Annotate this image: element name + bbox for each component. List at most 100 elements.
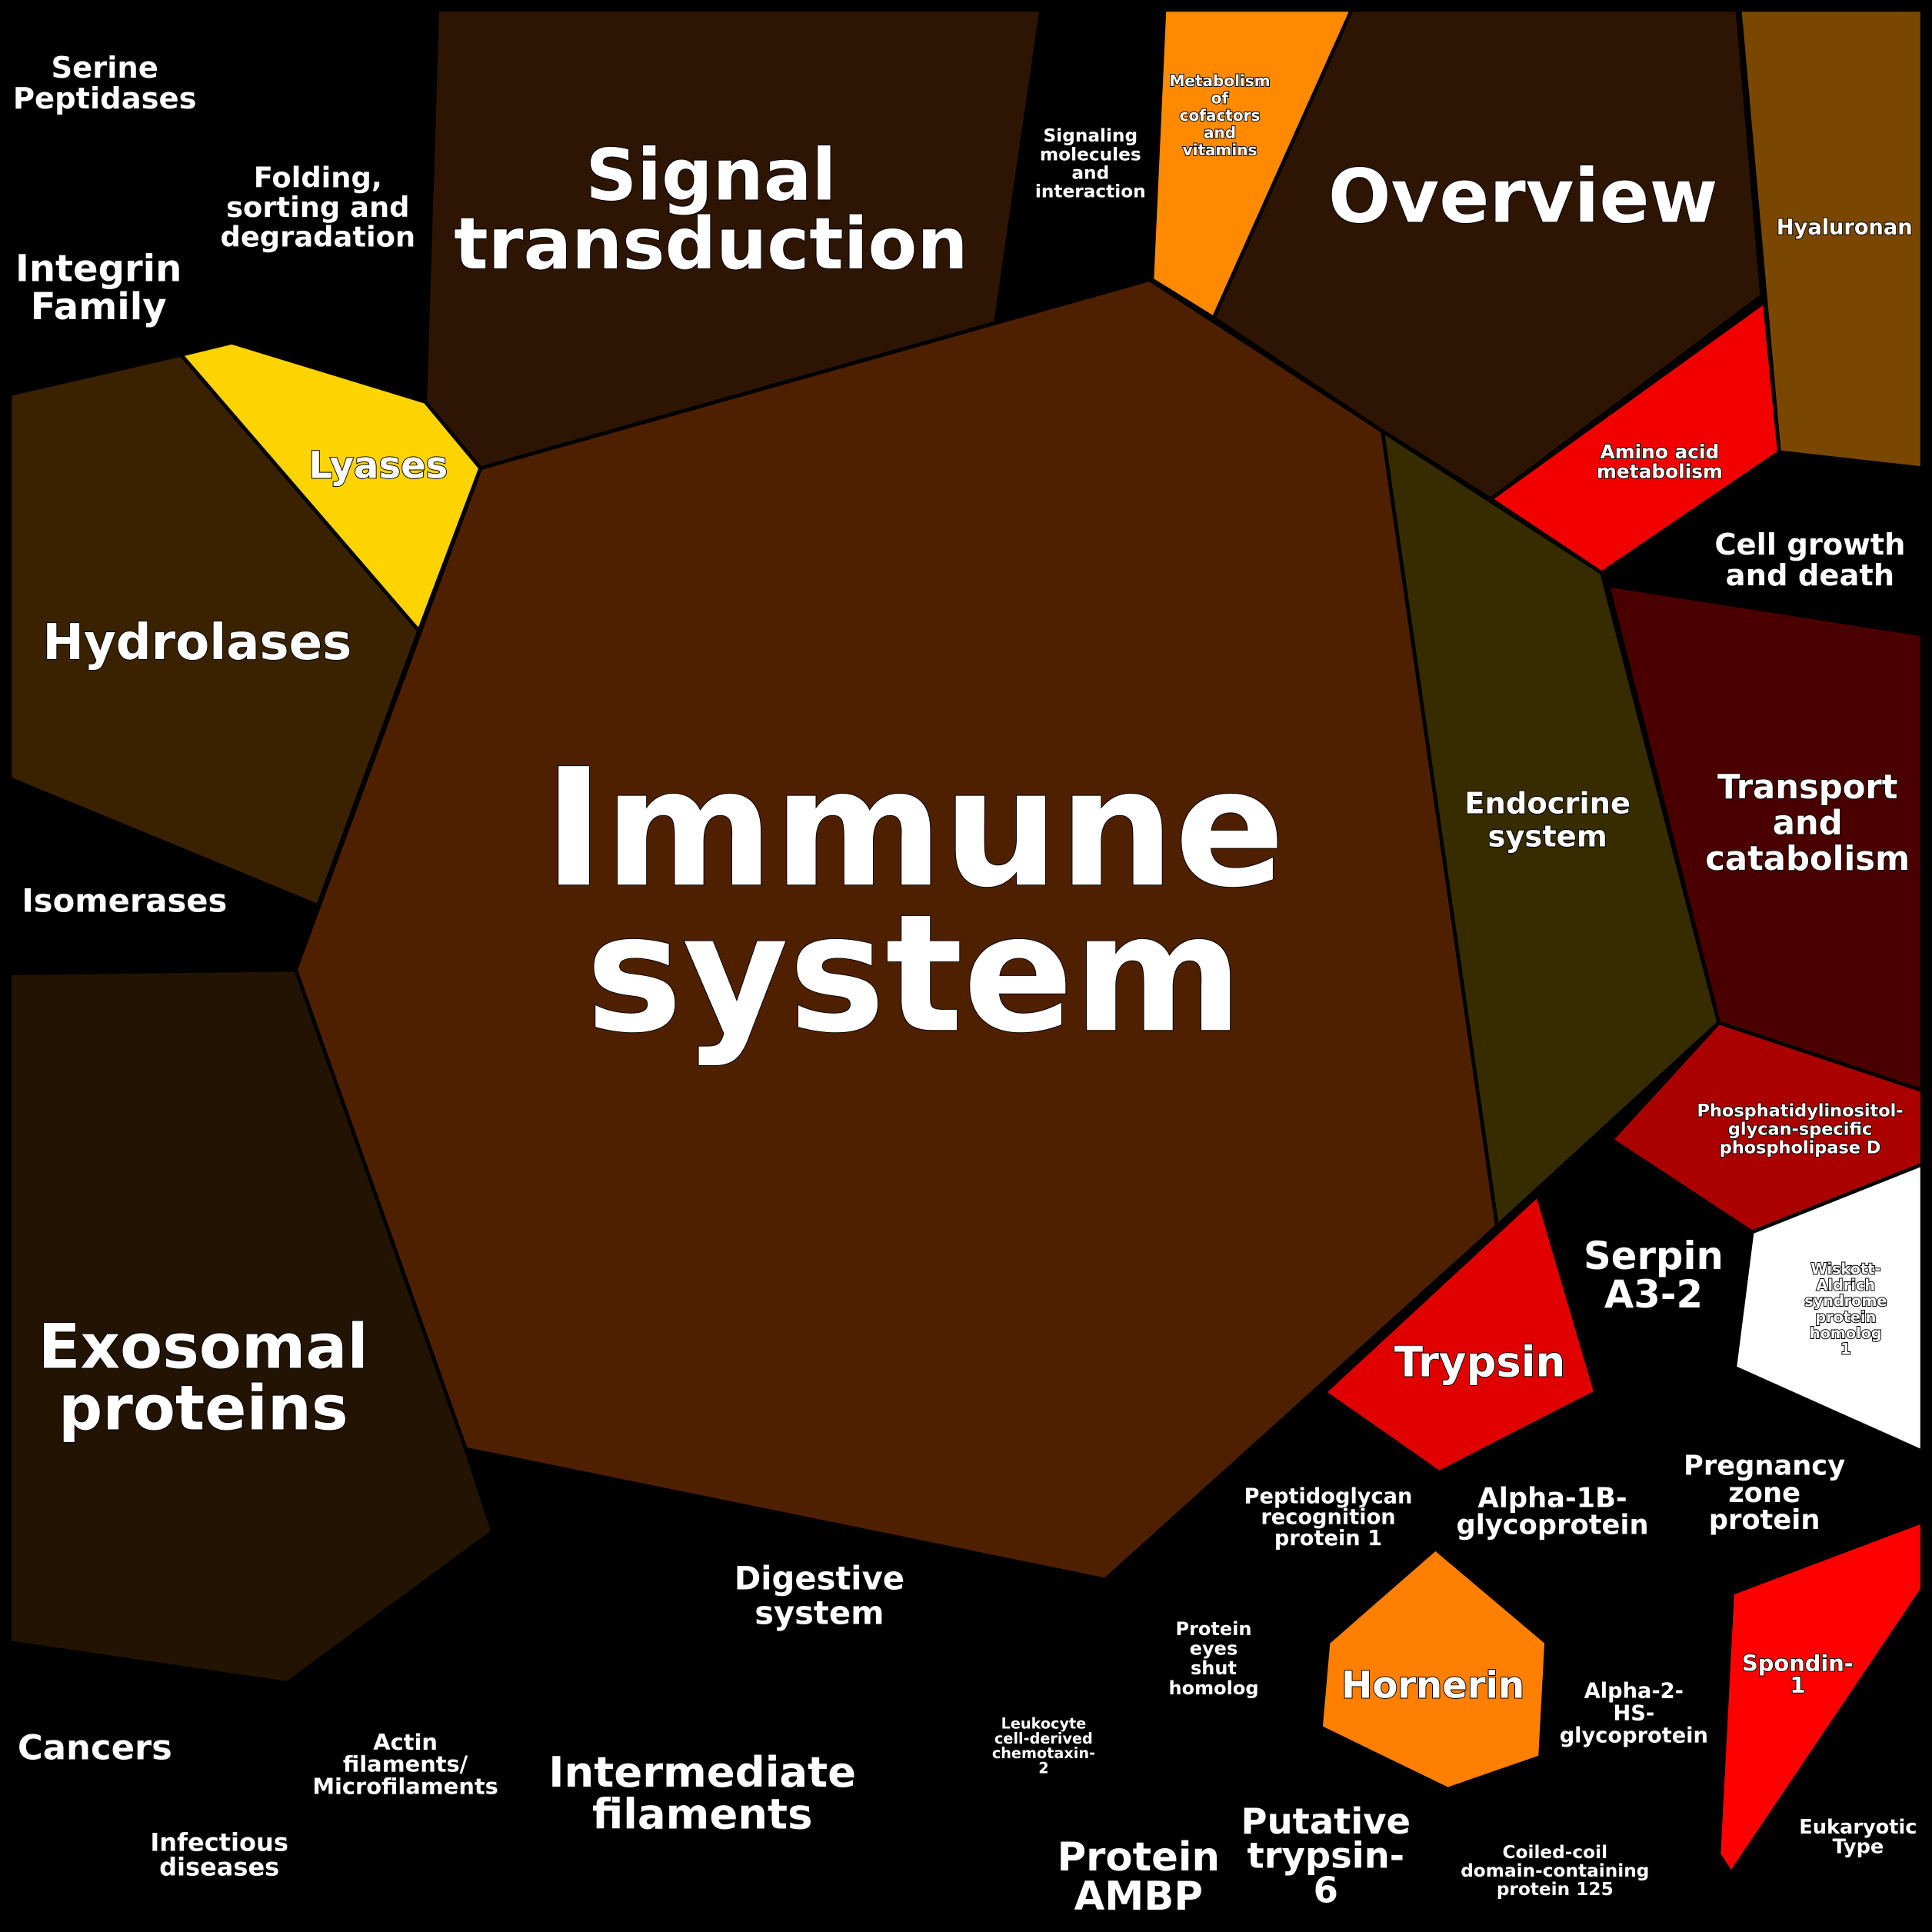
label-line: shut — [1191, 1657, 1237, 1679]
label-line: 6 — [1314, 1870, 1338, 1911]
label-line: Folding, — [254, 162, 382, 195]
label-line: Microfilaments — [312, 1774, 498, 1800]
label-line: syndrome — [1804, 1292, 1887, 1310]
cell-spondin[interactable] — [1717, 1519, 1924, 1877]
label-line: cell-derived — [994, 1730, 1093, 1747]
label-line: Cancers — [18, 1727, 172, 1768]
label-line: Peptidases — [13, 82, 197, 116]
label-line: Hydrolases — [42, 615, 351, 671]
label-line: Digestive — [734, 1560, 904, 1597]
label-line: Phosphatidylinositol- — [1697, 1101, 1904, 1121]
label-line: sorting and — [226, 191, 409, 224]
label-line: catabolism — [1705, 840, 1910, 878]
cell-hornerin[interactable] — [1318, 1546, 1549, 1791]
label-line: trypsin- — [1247, 1835, 1405, 1877]
label-line: system — [754, 1594, 884, 1631]
label-line: Intermediate — [548, 1747, 856, 1797]
label-line: homolog — [1810, 1324, 1882, 1342]
label-line: glycan-specific — [1728, 1119, 1872, 1139]
label-line: glycoprotein — [1560, 1724, 1708, 1747]
label-line: Actin — [373, 1729, 438, 1755]
label-line: Eukaryotic — [1799, 1816, 1917, 1839]
label-line: Peptidoglycan — [1244, 1484, 1413, 1508]
label-line: protein — [1815, 1308, 1876, 1326]
label-line: Serpin — [1584, 1234, 1724, 1278]
label-line: degradation — [220, 220, 415, 253]
label-line: system — [586, 879, 1243, 1068]
label-line: system — [1488, 820, 1607, 854]
label-line: of — [1211, 89, 1229, 108]
label-alpha2hs: Alpha-2-HS-glycoprotein — [1560, 1680, 1708, 1748]
label-line: recognition — [1261, 1506, 1395, 1530]
label-line: Leukocyte — [1001, 1715, 1087, 1733]
label-line: AMBP — [1074, 1874, 1203, 1920]
label-line: Serine — [52, 51, 158, 85]
cell-exosomal-proteins[interactable] — [8, 968, 495, 1685]
label-alpha1b: Alpha-1B-glycoprotein — [1457, 1482, 1649, 1541]
label-line: Hornerin — [1341, 1664, 1524, 1707]
label-hyaluronan: Hyaluronan — [1777, 215, 1913, 239]
label-line: phospholipase D — [1720, 1138, 1881, 1158]
label-line: 2 — [1038, 1759, 1048, 1777]
label-line: Putative — [1241, 1800, 1411, 1842]
label-line: Immune — [544, 734, 1285, 923]
label-line: Signal — [585, 134, 836, 217]
cell-wiskott[interactable] — [1733, 1161, 1924, 1454]
label-cancers: Cancers — [18, 1727, 172, 1768]
label-line: zone — [1728, 1477, 1800, 1509]
label-line: Amino acid — [1601, 441, 1720, 463]
label-line: and — [1071, 162, 1109, 183]
label-spondin: Spondin-1 — [1742, 1650, 1854, 1698]
label-isomerases: Isomerases — [22, 882, 227, 920]
label-line: molecules — [1040, 144, 1141, 165]
label-lyases: Lyases — [308, 445, 448, 488]
label-line: Cell growth — [1714, 528, 1905, 562]
label-line: Protein — [1175, 1618, 1251, 1640]
label-line: Protein — [1058, 1834, 1220, 1880]
label-line: Alpha-2- — [1584, 1680, 1684, 1704]
label-line: Coiled-coil — [1503, 1842, 1608, 1863]
label-hydrolases: Hydrolases — [42, 615, 351, 671]
label-line: protein 1 — [1274, 1527, 1382, 1551]
label-line: protein 125 — [1497, 1879, 1614, 1900]
label-line: 1 — [1840, 1341, 1850, 1358]
label-line: glycoprotein — [1457, 1510, 1649, 1541]
label-line: HS- — [1613, 1701, 1654, 1725]
label-line: Isomerases — [22, 882, 227, 920]
label-line: cofactors — [1180, 106, 1261, 125]
label-line: chemotaxin- — [992, 1744, 1095, 1762]
label-line: eyes — [1190, 1638, 1238, 1660]
label-line: Hyaluronan — [1777, 215, 1913, 239]
label-line: diseases — [159, 1852, 279, 1881]
label-line: Lyases — [308, 445, 448, 488]
label-trypsin: Trypsin — [1394, 1337, 1565, 1386]
label-line: filaments/ — [343, 1751, 468, 1777]
label-line: filaments — [592, 1789, 813, 1838]
label-line: Wiskott- — [1810, 1261, 1880, 1278]
label-line: A3-2 — [1604, 1272, 1703, 1317]
cell-trypsin[interactable] — [1321, 1191, 1598, 1475]
label-line: Integrin — [15, 247, 182, 290]
label-line: Signaling — [1044, 125, 1138, 146]
